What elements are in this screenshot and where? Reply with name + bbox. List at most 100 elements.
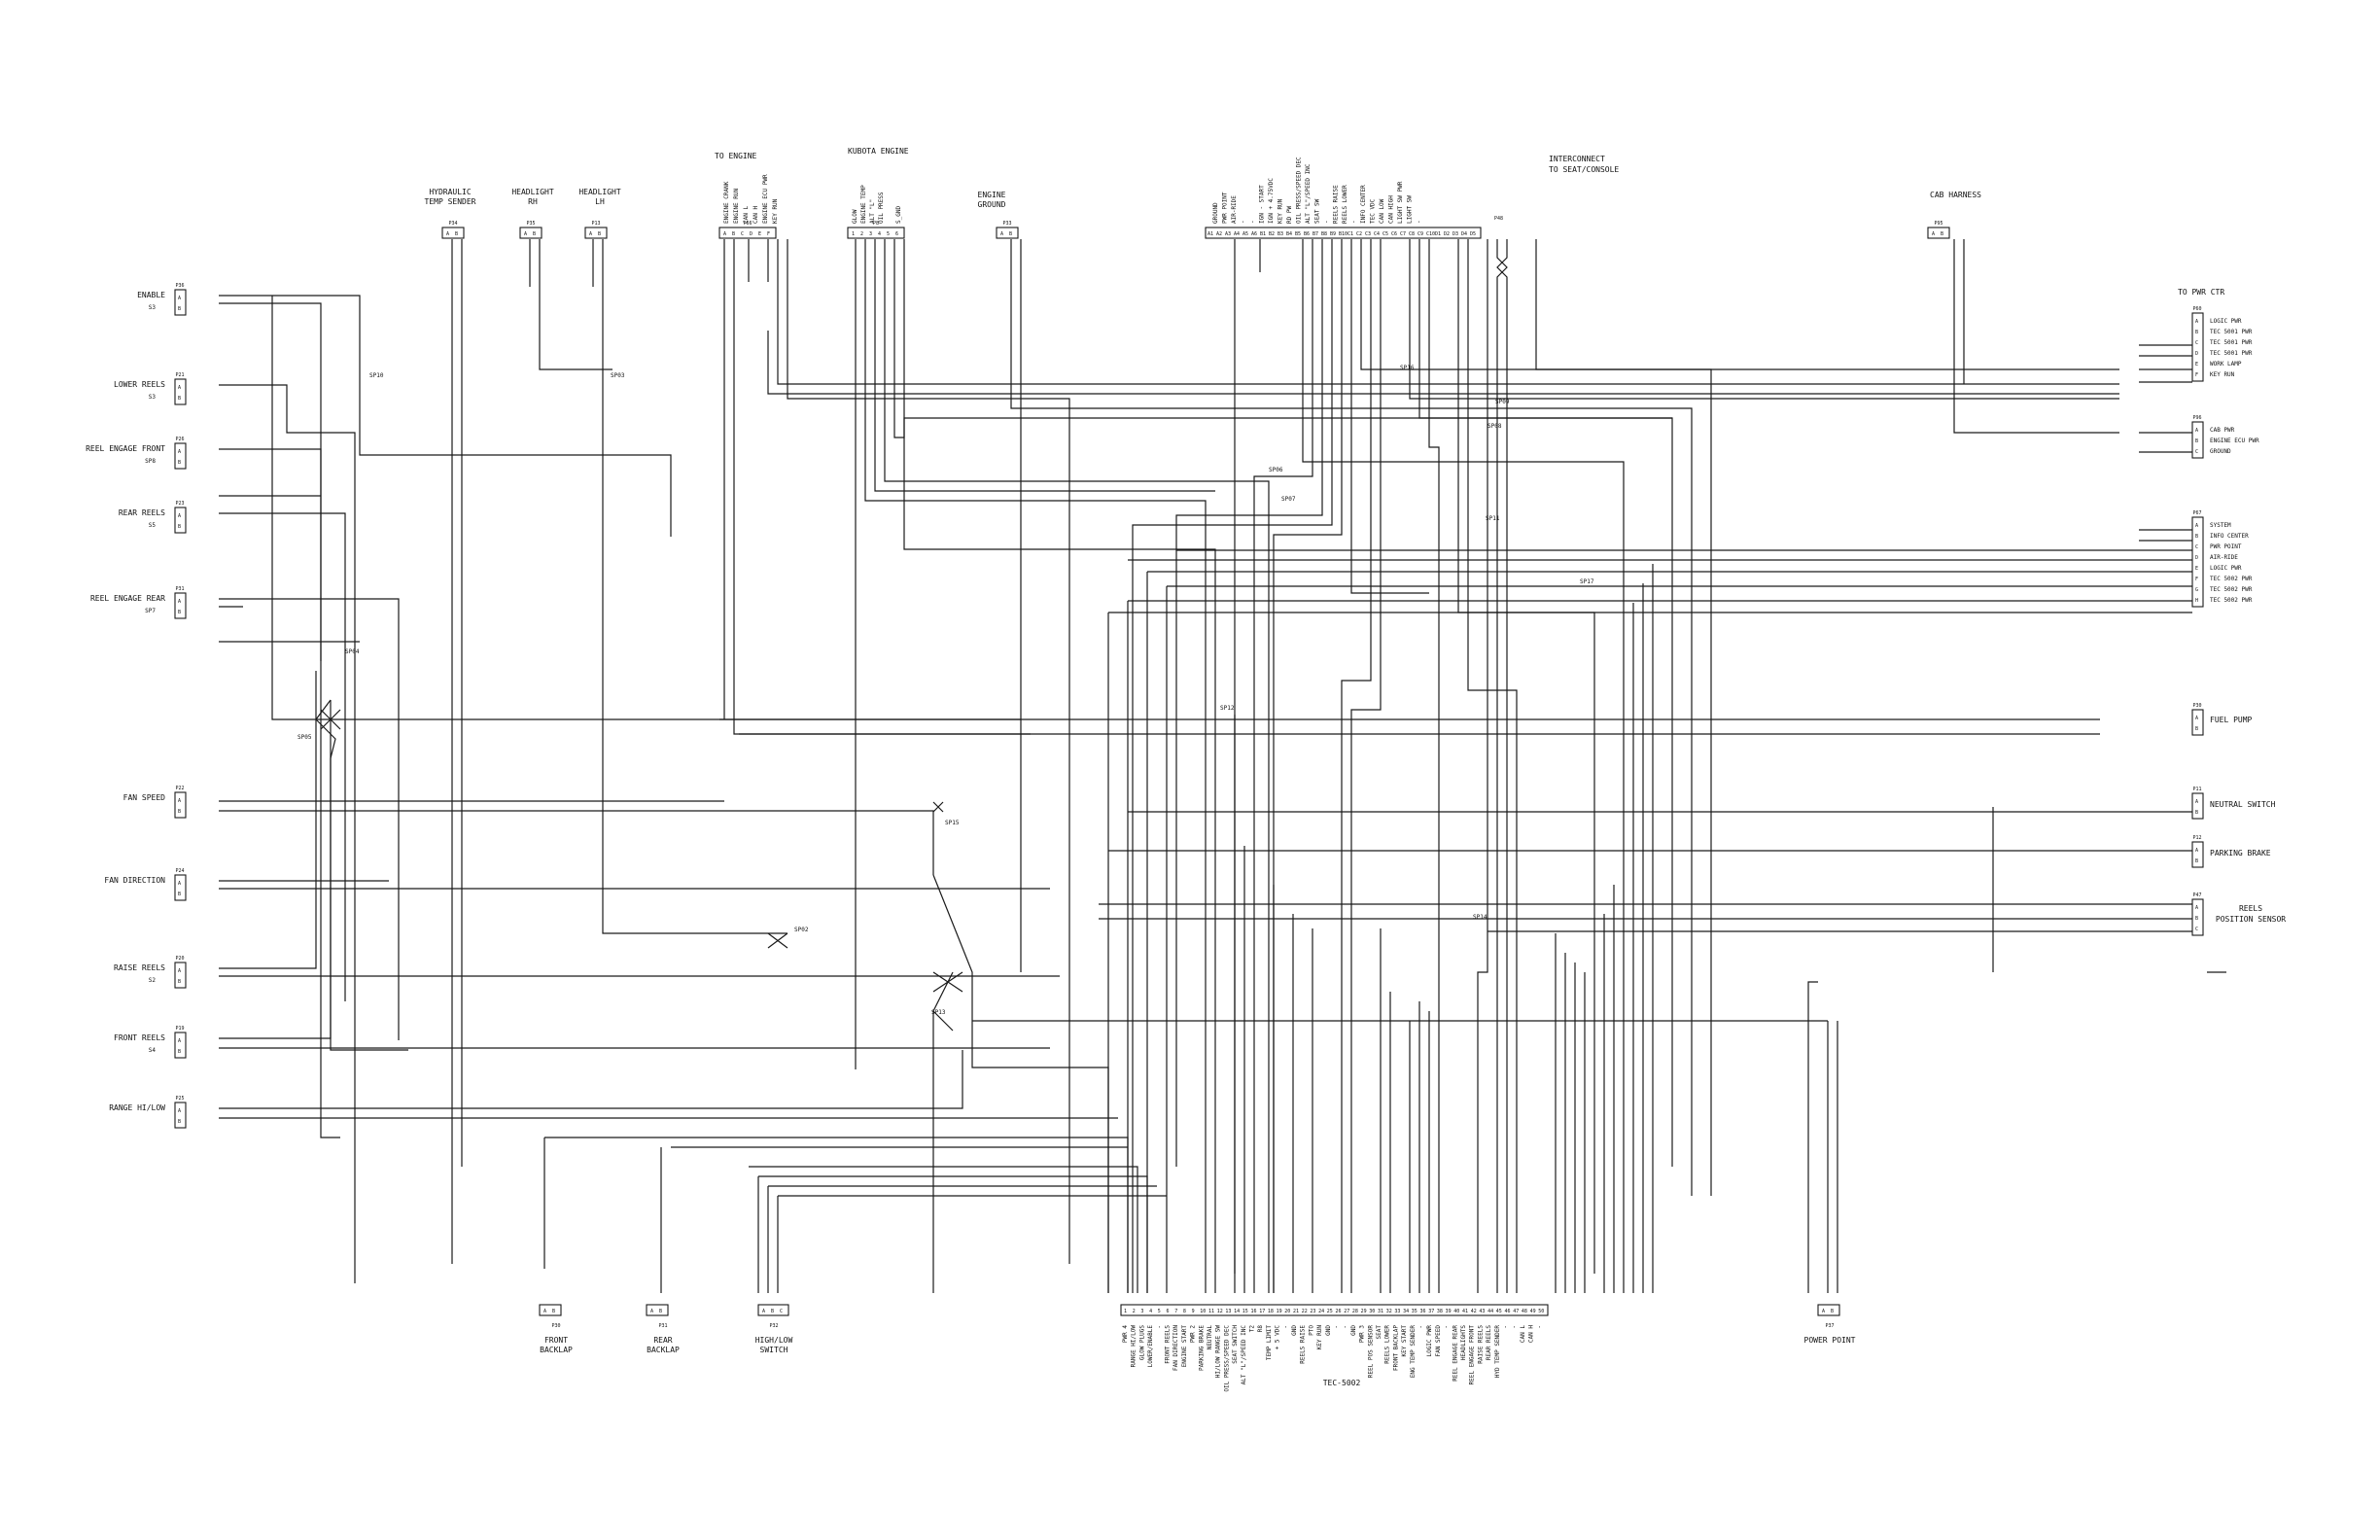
tec-wire-label: GND [1291,1325,1298,1336]
pin-label: C [780,1309,783,1314]
header-hydraulic-temp: HYDRAULIC [429,188,472,196]
tec-pin-number: 23 [1310,1309,1315,1314]
pin-label: B [178,460,181,466]
connector-reels-pos [2191,898,2204,936]
tec-wire-label: - [1444,1325,1451,1329]
pin-label: B [178,524,181,530]
tec-pin-number: 14 [1234,1309,1240,1314]
pin-label: B [659,1309,662,1314]
tec-pin-number: 8 [1183,1309,1186,1314]
interconnect-wire-label: LIGHT SW PWR [1397,181,1404,224]
pin-label: F [767,231,770,237]
front-backlap-label: FRONT [544,1336,568,1345]
pin-label: A [178,513,181,519]
connector-top [584,227,608,239]
pin-label: A [723,231,726,237]
reels-pos-label: REELS [2239,904,2262,913]
splice-label: SP10 [369,372,384,379]
connector-left [174,442,187,470]
interconnect-wire-label: TEC VDC [1370,198,1377,224]
tec-pin-number: 29 [1361,1309,1367,1314]
pin-label: F [2195,372,2198,378]
pin-label: A [1000,231,1003,237]
splice-label: SP11 [1486,515,1500,522]
connector-left [174,874,187,901]
pin-label: F [2195,577,2198,582]
tec-wire-label: PTO [1308,1325,1314,1336]
pin-label: A [178,798,181,804]
tec-pin-number: 17 [1259,1309,1265,1314]
splice-label: SP14 [1473,914,1488,921]
tec-pin-number: 6 [1167,1309,1170,1314]
pin-label: B [771,1309,774,1314]
interconnect-wire-label: - [1249,220,1256,224]
pin-label: B [732,231,735,237]
interconnect-wire-label: - [1416,220,1422,224]
engine-wire-label: CAN H [752,206,759,224]
interconnect-wire-label: LIGHT SW [1407,195,1414,224]
left-item-label: LOWER REELS [114,380,165,389]
tec-wire-label: LOGIC PWR [1426,1325,1433,1357]
interconnect-wire-label: OIL PRESS/SPEED DEC [1296,157,1303,224]
tec-pin-number: 11 [1208,1309,1214,1314]
connector-left [174,289,187,316]
tec-wire-label: NEUTRAL [1207,1325,1213,1350]
tec-wire-label: PWR 3 [1359,1325,1366,1343]
reels-pos-label-sub: POSITION SENSOR [2216,915,2286,924]
connector-id: P48 [1494,216,1503,222]
interconnect-wire-label: AIR-RIDE [1231,195,1238,224]
pin-label: B [178,396,181,402]
connector-id: P32 [769,1323,778,1329]
pin-label: B [2195,810,2198,816]
tec-wire-label: PARKING BRAKE [1198,1325,1205,1371]
pin-label: A [1932,231,1935,237]
tec-pin-number: 33 [1394,1309,1400,1314]
pin-label: D [2195,555,2198,561]
p67-label: TEC 5002 PWR [2210,597,2253,604]
front-backlap-label-sub: BACKLAP [540,1346,573,1354]
pin-label: B1 [1260,231,1266,237]
left-item-sub: S3 [149,304,157,311]
cab-label: GROUND [2210,448,2231,455]
pin-label: E [758,231,761,237]
left-item-label: REAR REELS [119,508,165,517]
pin-label: C [741,231,744,237]
pin-label: B [1831,1309,1834,1314]
pwr-ctr-label: KEY RUN [2210,371,2235,378]
pin-label: B [552,1309,555,1314]
tec-pin-number: 5 [1158,1309,1161,1314]
tec-wire-label: - [1282,1325,1289,1329]
pin-label: A [2195,319,2198,325]
interconnect-wire-label: CAN LOW [1379,198,1385,224]
tec-wire-label: R8 [1257,1325,1264,1333]
tec-pin-number: 45 [1496,1309,1502,1314]
connector-id: P30 [551,1323,560,1329]
tec-wire-label: - [1511,1325,1518,1329]
pin-label: 5 [887,231,890,237]
tec-pin-number: 32 [1386,1309,1392,1314]
pin-label: B [178,1049,181,1055]
tec-wire-label: FRONT BACKLAP [1392,1325,1399,1371]
pin-label: B [178,610,181,615]
interconnect-wire-label: SEAT SW [1314,198,1321,224]
connector-left [174,1102,187,1129]
connector-interconnect [1205,227,1482,239]
splice-label: SP06 [1269,467,1283,473]
left-item-label: ENABLE [137,291,165,299]
pin-label: 6 [895,231,898,237]
tec-wire-label: - [1156,1325,1163,1329]
cab-label: CAB PWR [2210,427,2235,434]
header-headlight-rh: HEADLIGHT [511,188,554,196]
connector-top [441,227,465,239]
tec-pin-number: 30 [1369,1309,1375,1314]
pin-label: A [524,231,527,237]
pin-label: E [2195,362,2198,368]
tec-pin-number: 9 [1192,1309,1195,1314]
connector-id: P12 [2192,835,2201,841]
engine-wire-label: ENGINE RUN [733,188,740,224]
tec-pin-number: 7 [1174,1309,1177,1314]
header-interconnect-sub: TO SEAT/CONSOLE [1549,165,1619,174]
pin-label: A [178,296,181,301]
tec-wire-label: FAN DIRECTION [1172,1325,1179,1371]
connector-id: P67 [2192,510,2201,516]
